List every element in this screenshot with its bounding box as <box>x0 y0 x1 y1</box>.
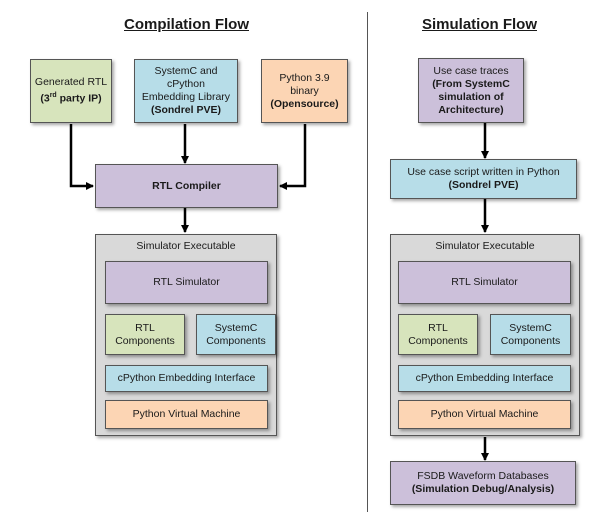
flow-divider <box>367 12 368 512</box>
use-case-traces-box: Use case traces (From SystemC simulation… <box>418 58 524 123</box>
systemc-lib-box: SystemC and cPython Embedding Library (S… <box>134 59 238 123</box>
compilation-rtl-components-line1: RTL <box>135 321 155 334</box>
simulation-python-vm: Python Virtual Machine <box>398 400 571 429</box>
compilation-rtl-simulator: RTL Simulator <box>105 261 268 304</box>
systemc-lib-line4: (Sondrel PVE) <box>150 104 221 116</box>
compilation-rtl-components-line2: Components <box>115 334 175 347</box>
compilation-systemc-components: SystemC Components <box>196 314 276 355</box>
python-binary-line1: Python 3.9 <box>279 71 330 84</box>
simulation-systemc-components-line1: SystemC <box>509 321 552 334</box>
systemc-lib-line1: SystemC and <box>154 65 218 77</box>
compilation-python-vm-label: Python Virtual Machine <box>132 408 241 420</box>
python-binary-line2: binary <box>290 84 319 97</box>
compilation-cpython-interface: cPython Embedding Interface <box>105 365 268 392</box>
use-case-traces-line3: simulation of <box>438 90 504 103</box>
arrow-python-to-compiler <box>279 124 307 190</box>
compilation-flow-title: Compilation Flow <box>124 16 249 33</box>
compilation-systemc-components-line1: SystemC <box>214 321 258 334</box>
systemc-lib-line3: Embedding Library <box>141 91 231 103</box>
simulation-rtl-simulator: RTL Simulator <box>398 261 571 304</box>
compilation-cpython-interface-label: cPython Embedding Interface <box>117 372 256 384</box>
fsdb-line2: (Simulation Debug/Analysis) <box>411 483 555 495</box>
generated-rtl-box: Generated RTL (3rd party IP) <box>30 59 112 123</box>
use-case-traces-line2: (From SystemC <box>432 77 510 90</box>
simulation-rtl-components: RTL Components <box>398 314 478 355</box>
simulation-systemc-components: SystemC Components <box>490 314 571 355</box>
compilation-rtl-components: RTL Components <box>105 314 185 355</box>
systemc-lib-line2: cPython <box>167 78 205 90</box>
simulation-rtl-components-line2: Components <box>408 334 468 347</box>
python-binary-box: Python 3.9 binary (Opensource) <box>261 59 348 123</box>
python-binary-line3: (Opensource) <box>270 97 339 110</box>
compilation-rtl-simulator-label: RTL Simulator <box>153 276 220 288</box>
compilation-sim-exec-label: Simulator Executable <box>136 240 236 252</box>
generated-rtl-line1: Generated RTL <box>34 76 108 89</box>
use-case-script-line2: (Sondrel PVE) <box>448 179 519 191</box>
compilation-python-vm: Python Virtual Machine <box>105 400 268 429</box>
fsdb-waveform-box: FSDB Waveform Databases (Simulation Debu… <box>390 461 576 505</box>
simulation-rtl-components-line1: RTL <box>428 321 448 334</box>
simulation-cpython-interface-label: cPython Embedding Interface <box>415 372 554 384</box>
compilation-systemc-components-line2: Components <box>206 334 266 347</box>
simulation-python-vm-label: Python Virtual Machine <box>430 408 539 420</box>
use-case-script-box: Use case script written in Python (Sondr… <box>390 159 577 199</box>
simulation-cpython-interface: cPython Embedding Interface <box>398 365 571 392</box>
simulation-systemc-components-line2: Components <box>500 334 561 347</box>
use-case-traces-line4: Architecture) <box>438 103 504 116</box>
use-case-traces-line1: Use case traces <box>433 64 509 77</box>
generated-rtl-line2: (3rd party IP) <box>40 92 102 105</box>
arrow-rtl-to-compiler <box>69 124 94 190</box>
rtl-compiler-box: RTL Compiler <box>95 164 278 208</box>
rtl-compiler-label: RTL Compiler <box>152 179 221 192</box>
simulation-rtl-simulator-label: RTL Simulator <box>451 276 518 288</box>
simulation-sim-exec-label: Simulator Executable <box>435 240 535 252</box>
simulation-flow-title: Simulation Flow <box>422 16 537 33</box>
use-case-script-line1: Use case script written in Python <box>407 166 560 178</box>
fsdb-line1: FSDB Waveform Databases <box>417 470 549 482</box>
